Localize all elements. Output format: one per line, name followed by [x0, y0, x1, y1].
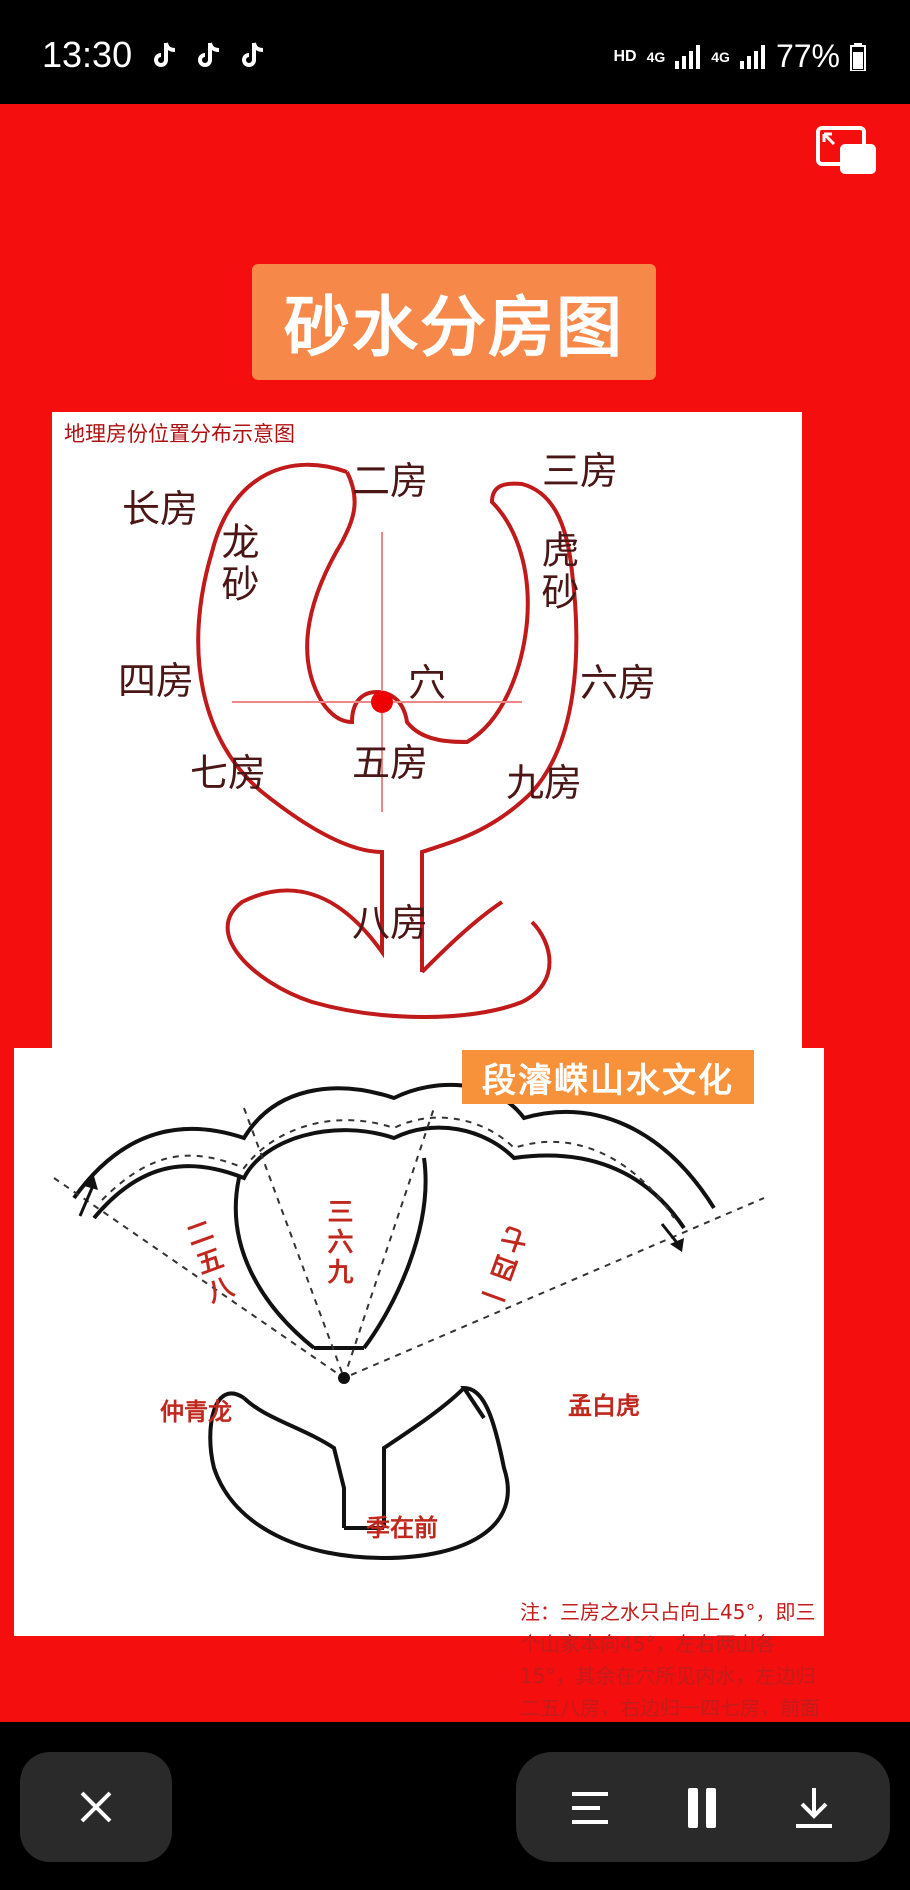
label-xue: 穴	[408, 661, 447, 705]
label-longsha: 龙砂	[215, 522, 259, 606]
network-type-1: 4G	[646, 48, 666, 65]
signal-icon	[675, 44, 701, 69]
download-icon[interactable]	[786, 1782, 842, 1834]
battery-percent: 77%	[775, 38, 840, 74]
label-jiufang: 九房	[506, 761, 583, 805]
pause-icon[interactable]	[674, 1782, 730, 1834]
menu-icon[interactable]	[562, 1782, 618, 1834]
signal-icon	[739, 44, 765, 69]
picture-in-picture-icon[interactable]	[816, 126, 878, 180]
label-bafang: 八房	[352, 901, 429, 945]
diagram-caption: 地理房份位置分布示意图	[64, 422, 295, 446]
diagram-note: 注：三房之水只占向上45°，即三个山家本向45°，左右两山各15°，其余在穴所见…	[520, 1600, 820, 1720]
media-controls	[0, 1722, 910, 1890]
status-right: HD 4G 4G 77%	[613, 38, 866, 75]
tiktok-icon	[198, 42, 220, 67]
label-liufang: 六房	[580, 661, 657, 705]
label-sanfang: 三房	[542, 449, 619, 493]
label-ji: 季在前	[366, 1514, 438, 1542]
hd-indicator: HD	[613, 47, 637, 65]
label-husha: 虎砂	[535, 530, 579, 614]
image-title: 砂水分房图	[252, 264, 656, 380]
diagram-water-division: 二五八 三六九 一四七 仲青龙 孟白虎 季在前	[14, 1048, 824, 1636]
label-wufang: 五房	[352, 741, 429, 785]
label-zhong: 仲青龙	[160, 1398, 232, 1426]
close-button[interactable]	[20, 1752, 172, 1862]
close-icon	[80, 1791, 112, 1823]
image-viewer: 砂水分房图 地理房份位置分布示意图 二房 三房 长房 龙砂 虎砂 穴 四房 六房…	[0, 104, 910, 1722]
network-type-2: 4G	[711, 48, 730, 65]
watermark-seal: 段濬嵘山水文化	[462, 1050, 754, 1104]
xue-point	[371, 691, 393, 713]
water-outline	[53, 1082, 765, 1561]
tiktok-icon	[242, 42, 264, 67]
label-qifang: 七房	[190, 751, 267, 795]
xue-point	[338, 1372, 350, 1384]
tiktok-icon	[154, 42, 176, 67]
status-time: 13:30	[42, 34, 133, 75]
mountain-outline	[196, 462, 579, 1019]
player-buttons	[516, 1752, 890, 1862]
label-erfang: 二房	[352, 459, 429, 503]
diagram-house-distribution: 地理房份位置分布示意图 二房 三房 长房 龙砂 虎砂 穴 四房 六房 五房 七房…	[52, 412, 802, 1052]
battery-icon	[850, 42, 866, 71]
label-changfang: 长房	[122, 487, 199, 531]
status-bar: 13:30 HD 4G 4G 77%	[0, 0, 910, 104]
label-meng: 孟白虎	[568, 1392, 640, 1420]
label-mid-group: 三六九	[323, 1198, 353, 1288]
label-sifang: 四房	[118, 659, 195, 703]
